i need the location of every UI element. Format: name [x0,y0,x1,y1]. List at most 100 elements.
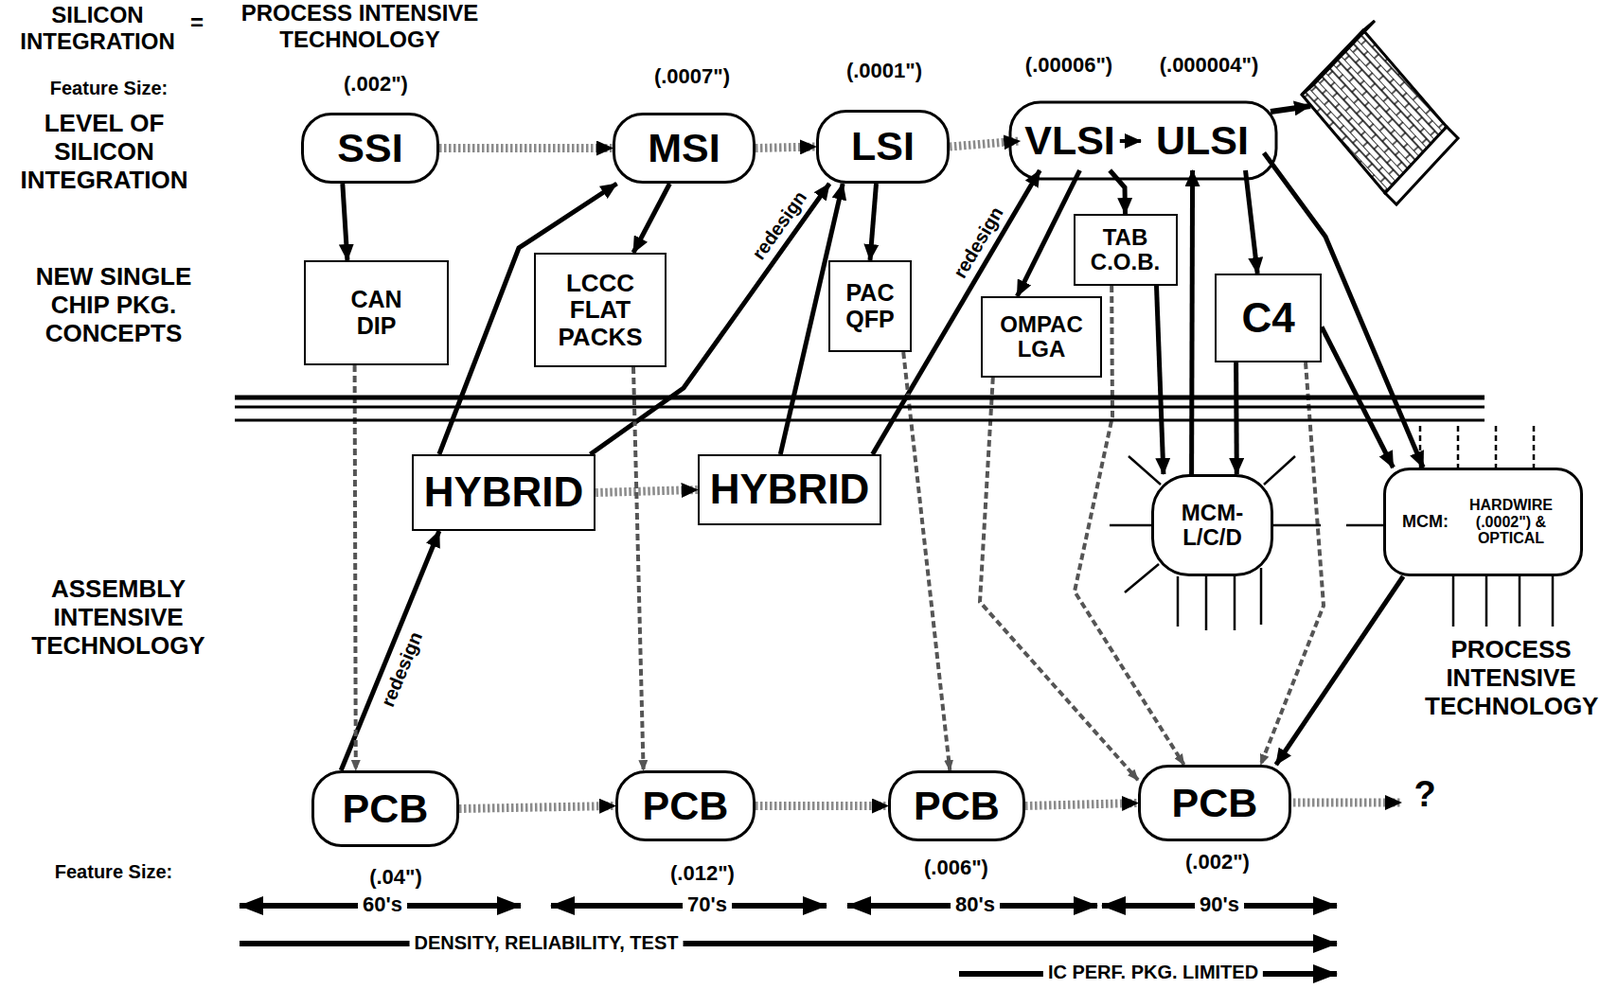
node-text: PCB [1172,781,1259,826]
hatched-arrow [1293,799,1402,808]
hatched-arrow [755,801,889,811]
ray [1263,456,1296,485]
ray [1273,524,1321,528]
ray [1260,568,1263,625]
pcb-box: PCB [1137,764,1292,842]
node-text: HYBRID [710,466,871,513]
node-text: OMPAC LGA [989,312,1094,363]
node-text: PCB [642,783,729,829]
diagram-label: LEVEL OF SILICON INTEGRATION [9,109,199,196]
assembly-box: HYBRID [697,454,883,526]
pcb-box: PCB [615,770,756,842]
diagram-label: Feature Size: [50,77,168,100]
edge-label: redesign [746,184,813,267]
solid-arrow [1120,139,1141,143]
tick [1532,426,1536,468]
ray [1233,576,1237,631]
node-text: MCM- L/C/D [1169,500,1257,552]
node-text: VLSI [1024,118,1116,163]
diagram-label: (.00006") [1025,53,1113,77]
integration-level: LSI [816,109,950,184]
diagram-label: ? [1413,774,1436,817]
package-box: CAN DIP [303,260,449,366]
node-text: SSI [337,125,403,171]
node-text: ULSI [1155,118,1249,163]
diagram-label: 70's [682,892,732,917]
diagram-label: PROCESS INTENSIVE TECHNOLOGY [213,0,507,53]
solid-arrow [1245,170,1259,274]
node-text: HARDWIRE (.0002") & OPTICAL [1457,497,1565,548]
chain-connector [1261,362,1324,765]
ray [1128,456,1161,485]
ray [1124,564,1159,593]
trend-arrow [239,941,1337,947]
brick-wall-side [1385,126,1458,205]
assembly-box: HYBRID [411,454,597,532]
edge-label: redesign [374,625,427,712]
diagram-label: (.04") [369,865,423,889]
tick [1457,426,1460,468]
diagram-label: (.000004") [1159,53,1260,77]
node-text: LSI [851,124,915,169]
level-band [234,419,1485,423]
level-band [234,406,1485,409]
wall-arrow [1270,106,1311,112]
pcb-box: PCB [311,770,460,848]
diagram-label: (.006") [924,855,989,880]
diagram-label: NEW SINGLE CHIP PKG. CONCEPTS [28,263,199,349]
solid-arrow [1233,362,1240,475]
level-band [234,395,1485,401]
solid-arrow [1109,170,1125,214]
hatched-arrow [595,490,697,494]
chain-connector [355,365,356,771]
node-text: LCCC FLAT PACKS [551,269,651,352]
chain-connector [633,367,644,771]
diagram-label: (.002") [343,71,409,96]
node-text: HYBRID [424,469,585,516]
node-text: MSI [647,125,720,171]
diagram-label: 90's [1194,892,1245,917]
hatched-arrow [755,146,817,149]
diagram-label: (.0001") [846,58,923,83]
node-text: PCB [913,783,1000,829]
vlsi-ulsi-outline [1010,102,1277,179]
tick [1494,426,1498,468]
node-text: C4 [1241,295,1295,341]
package-box: OMPAC LGA [980,296,1103,378]
diagram-label: (.002") [1185,850,1250,874]
package-box: PAC QFP [828,260,912,353]
diagram-label: ASSEMBLY INTENSIVE TECHNOLOGY [28,575,209,661]
edge-label: redesign [947,200,1009,285]
assembly-box: MCM: HARDWIRE (.0002") & OPTICAL [1383,467,1583,577]
solid-arrow [1276,576,1404,765]
hatched-arrow [439,143,613,153]
ray [1551,576,1555,627]
ray [1518,576,1522,627]
node-text: CAN DIP [338,286,415,339]
diagram-label: 60's [357,892,408,917]
node-text: TAB C.O.B. [1082,225,1170,276]
node-text: MCM: [1402,513,1449,533]
ray [1485,576,1489,627]
diagram-label: 80's [950,892,1000,917]
package-box: LCCC FLAT PACKS [533,252,667,368]
integration-level: ULSI [1140,111,1264,171]
ray [1109,524,1152,528]
chain-connector [903,352,950,771]
solid-arrow [342,183,348,261]
diagram-label: PROCESS INTENSIVE TECHNOLOGY [1424,636,1598,722]
brick-wall-top [1301,20,1375,95]
solid-arrow [870,183,877,261]
ray [1205,576,1209,631]
diagram-label: DENSITY, RELIABILITY, TEST [409,932,684,955]
diagram-label: Feature Size: [54,861,173,884]
chain-connector [979,377,1138,781]
tick [1419,426,1423,468]
ray [1176,576,1180,627]
ray [1346,524,1384,528]
diagram-label: SILICON INTEGRATION [7,1,188,54]
integration-level: MSI [612,112,756,184]
diagram-label: (.0007") [654,64,730,89]
diagram-label: (.012") [670,861,735,886]
